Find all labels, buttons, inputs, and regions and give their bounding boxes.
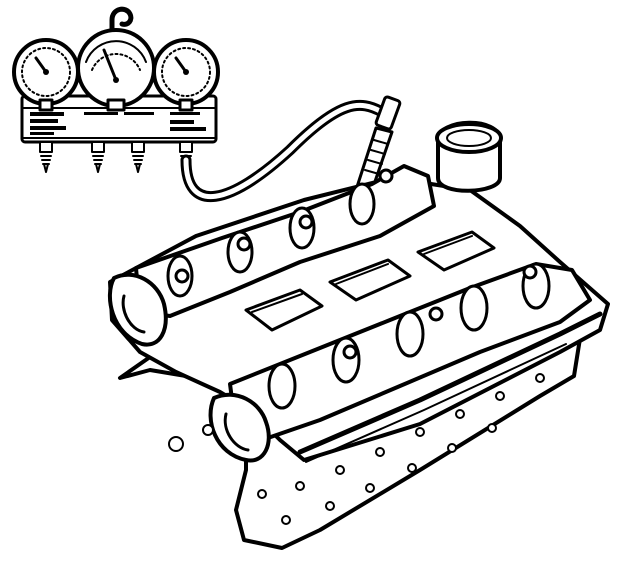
block-detail-holes	[168, 373, 545, 525]
fitting-3	[131, 141, 145, 173]
camshaft-right	[208, 262, 592, 463]
camshaft-left	[107, 164, 436, 347]
gauge-right	[152, 38, 220, 112]
fitting-1	[39, 141, 53, 173]
engine-cylinder-head	[107, 120, 610, 550]
hanging-hook	[109, 6, 134, 39]
oil-filler-neck	[435, 120, 503, 193]
vacuum-gauge-manifold	[12, 6, 220, 173]
plate-lettering	[30, 112, 206, 135]
intake-port-openings	[244, 230, 496, 332]
gauge-fittings	[39, 141, 193, 173]
vacuum-hose	[180, 99, 388, 202]
gauge-center-balance	[76, 28, 156, 112]
fitting-2	[91, 141, 105, 173]
